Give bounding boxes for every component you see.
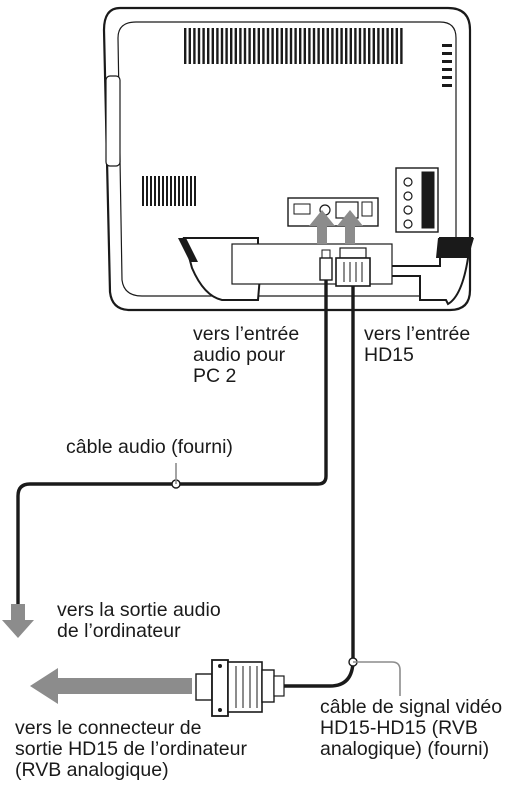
vent-slot — [142, 176, 144, 206]
vent-slot — [162, 176, 164, 206]
vent-slot — [280, 28, 283, 64]
vent-slot — [170, 176, 172, 206]
vent-slot — [166, 176, 168, 206]
vent-slot — [322, 28, 325, 64]
vent-slot — [400, 28, 403, 64]
vent-slot — [340, 28, 343, 64]
hd15-output-arrow — [30, 668, 192, 704]
vent-slot — [257, 28, 260, 64]
vent-slot — [234, 28, 237, 64]
vent-slot — [308, 28, 311, 64]
vent-slot — [207, 28, 210, 64]
vent-slot — [243, 28, 247, 64]
vent-slot — [317, 28, 320, 64]
video-cable-leader — [353, 661, 401, 696]
vent-slot — [354, 28, 357, 64]
vent-slot — [184, 28, 187, 64]
vent-slot — [188, 28, 191, 64]
vent-slot — [442, 60, 452, 63]
side-connector-panel — [395, 167, 439, 233]
rear-input-panel — [287, 197, 379, 227]
vent-slot — [363, 28, 366, 64]
audio-plug-monitor — [319, 249, 333, 281]
vent-slot — [193, 28, 196, 64]
hd15-output-label: vers le connecteur de sortie HD15 de l’o… — [15, 717, 247, 781]
ventilation-grille — [142, 28, 452, 206]
vent-slot — [331, 28, 334, 64]
hd15-plug-monitor — [335, 247, 371, 287]
audio-input-label: vers l’entrée audio pour PC 2 — [193, 323, 300, 387]
vent-slot — [211, 28, 214, 64]
hd15-input-label: vers l’entrée HD15 — [364, 323, 471, 366]
vent-slot — [182, 176, 184, 206]
vent-slot — [299, 28, 302, 64]
vent-slot — [442, 76, 452, 79]
vent-slot — [248, 28, 251, 64]
vent-slot — [442, 68, 452, 71]
vent-slot — [381, 28, 385, 64]
vent-slot — [442, 44, 452, 47]
vent-slot — [372, 28, 375, 64]
vent-slot — [349, 28, 352, 64]
vent-slot — [154, 176, 156, 206]
vent-slot — [395, 28, 398, 64]
vent-slot — [150, 176, 152, 206]
vent-slot — [312, 28, 316, 64]
vent-slot — [146, 176, 148, 206]
vent-slot — [442, 84, 452, 87]
vent-slot — [442, 52, 452, 55]
vent-slot — [266, 28, 270, 64]
hd15-connector-computer — [195, 659, 285, 717]
vent-slot — [186, 176, 188, 206]
vent-slot — [386, 28, 389, 64]
vent-slot — [368, 28, 371, 64]
vent-slot — [174, 176, 176, 206]
vent-slot — [262, 28, 265, 64]
audio-cable-label: câble audio (fourni) — [66, 436, 233, 458]
vent-slot — [391, 28, 394, 64]
vent-slot — [326, 28, 329, 64]
plug-arrows — [309, 210, 363, 244]
vent-slot — [202, 28, 205, 64]
vent-slot — [190, 176, 192, 206]
audio-output-arrow — [2, 604, 34, 638]
vent-slot — [225, 28, 228, 64]
vent-slot — [220, 28, 224, 64]
audio-output-label: vers la sortie audio de l’ordinateur — [57, 599, 221, 642]
vent-slot — [178, 176, 180, 206]
vent-slot — [276, 28, 279, 64]
vent-slot — [216, 28, 219, 64]
vent-slot — [303, 28, 306, 64]
monitor-rear — [102, 6, 472, 312]
vent-slot — [358, 28, 362, 64]
vent-slot — [253, 28, 256, 64]
vent-slot — [335, 28, 339, 64]
video-cable-label: câble de signal vidéo HD15-HD15 (RVB ana… — [320, 696, 503, 760]
vent-slot — [271, 28, 274, 64]
vent-slot — [230, 28, 233, 64]
vent-slot — [197, 28, 201, 64]
vent-slot — [294, 28, 297, 64]
vent-slot — [345, 28, 348, 64]
vent-slot — [194, 176, 196, 206]
vent-slot — [285, 28, 288, 64]
vent-slot — [239, 28, 242, 64]
vent-slot — [289, 28, 293, 64]
vent-slot — [158, 176, 160, 206]
vent-slot — [377, 28, 380, 64]
